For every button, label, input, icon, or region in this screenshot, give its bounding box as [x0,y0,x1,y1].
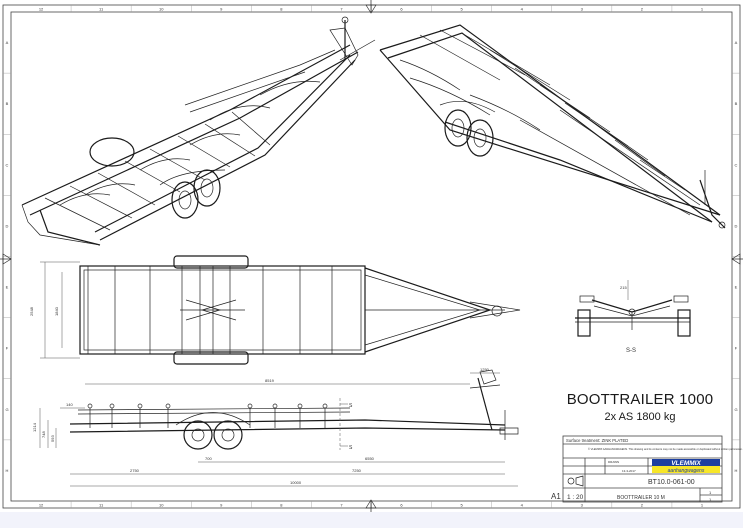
border-column-6-top: 6 [400,7,403,12]
dim-height-1: 1214 [32,422,37,432]
surface-treatment: Surface treatment: ZINK PLATED [566,438,628,443]
drawing-description: BOOTTRAILER 10 M [617,495,665,501]
viewer-footer-strip [0,512,743,528]
dim-inner: 6550 [365,456,375,461]
dim-height-3: 593 [50,435,55,442]
border-column-1-top: 1 [701,7,704,12]
sheet-number: 1 [709,490,712,495]
border-column-3-top: 3 [581,7,584,12]
border-column-4-top: 4 [521,7,524,12]
top-view: 2548 1840 [29,255,521,365]
border-column-8-bottom: 8 [280,503,283,508]
sheet-size: A1 [551,492,561,501]
border-column-7-top: 7 [340,7,343,12]
side-roller [87,403,93,409]
iso-view-right [379,24,726,229]
dim-width-inner: 1840 [54,306,59,316]
dim-overall: 10000 [290,480,302,485]
side-roller [137,403,143,409]
border-column-11-bottom: 11 [99,503,104,508]
side-view: S S 8519 1250 140 700 6550 2750 7250 100… [32,367,519,487]
border-row-G-left: G [5,407,8,412]
border-column-6-bottom: 6 [400,503,403,508]
dim-axle-spacing: 700 [205,456,212,461]
border-row-E-right: E [735,285,738,290]
border-row-D-left: D [6,223,9,228]
border-column-9-top: 9 [220,7,223,12]
border-column-8-top: 8 [280,7,283,12]
dim-body-length: 8519 [265,378,275,383]
side-roller [165,403,171,409]
border-column-12-bottom: 12 [39,503,44,508]
dim-section-height: 215 [620,285,627,290]
drawing-subtitle: 2x AS 1800 kg [604,411,676,423]
border-row-F-left: F [6,346,9,351]
dim-width-outer: 2548 [29,306,34,316]
side-roller [297,403,303,409]
border-column-3-bottom: 3 [581,503,584,508]
drawing-scale: 1 : 20 [567,494,584,501]
drawn-label: DRAWN [608,460,619,464]
copyright-note: © VLEMMIX AANHANGWAGENS. This drawing an… [588,447,743,451]
border-column-1-bottom: 1 [701,503,704,508]
section-mark-top: S [349,403,353,409]
border-column-7-bottom: 7 [340,503,343,508]
border-column-5-bottom: 5 [461,503,464,508]
iso-view-left [21,16,376,246]
border-column-10-bottom: 10 [159,503,164,508]
company-name: VLEMMIX [671,460,701,467]
section-mark-bottom: S [349,445,353,451]
drawing-number: BT10.0-061-00 [648,479,695,486]
projection-symbol-icon [567,477,575,485]
title-block: Surface treatment: ZINK PLATED © VLEMMIX… [551,435,743,503]
border-row-B-left: B [6,101,9,106]
side-roller [109,403,115,409]
border-column-11-top: 11 [99,7,104,12]
border-row-A-right: A [735,40,738,45]
dim-rear: 2750 [130,468,140,473]
dim-offset: 140 [66,402,73,407]
border-row-A-left: A [6,40,9,45]
side-roller [247,403,253,409]
border-row-H-left: H [6,468,9,473]
company-tagline-bar [652,466,720,473]
section-view: 215 S-S [575,280,691,354]
sheet-total: 1 [709,497,712,502]
company-tagline: aanhangwagens [668,468,705,474]
border-row-H-right: H [735,468,738,473]
border-column-5-top: 5 [461,7,464,12]
border-row-G-right: G [734,407,737,412]
company-logo-bar [652,459,720,466]
dim-height-2: 748 [41,431,46,438]
side-roller [322,403,328,409]
border-column-2-bottom: 2 [641,503,644,508]
border-row-D-right: D [735,223,738,228]
border-column-10-top: 10 [159,7,164,12]
border-column-4-bottom: 4 [521,503,524,508]
section-label: S-S [626,348,636,354]
outer-frame [2,4,741,509]
border-column-9-bottom: 9 [220,503,223,508]
border-column-12-top: 12 [39,7,44,12]
dim-drawbar: 1250 [480,367,490,372]
border-row-E-left: E [6,285,9,290]
border-row-B-right: B [735,101,738,106]
border-row-C-left: C [6,162,9,167]
dim-front: 7250 [352,468,362,473]
drawing-date: 13-3-2017 [622,469,636,473]
side-roller [272,403,278,409]
drawing-title: BOOTTRAILER 1000 [566,391,714,408]
border-row-C-right: C [735,162,738,167]
border-column-2-top: 2 [641,7,644,12]
border-row-F-right: F [735,346,738,351]
